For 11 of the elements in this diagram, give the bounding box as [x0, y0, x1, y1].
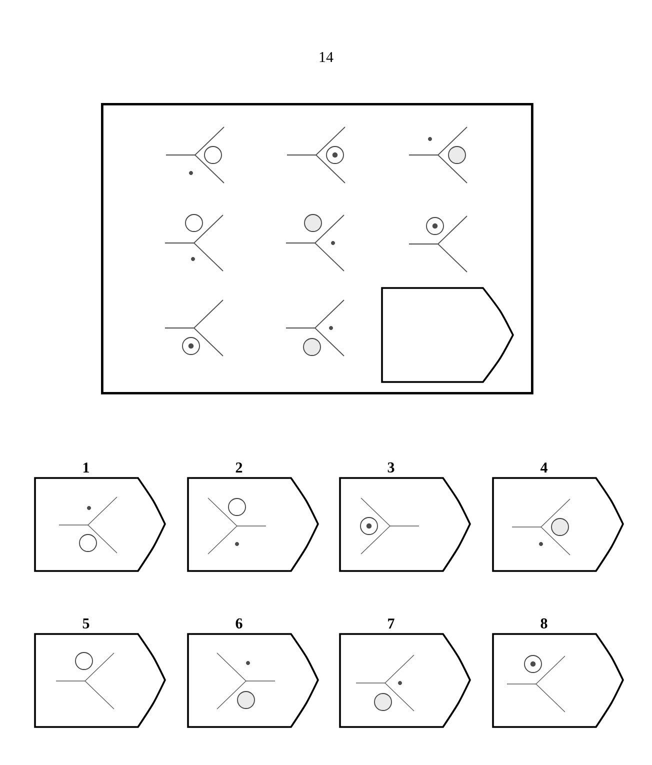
- option-number: 6: [236, 618, 242, 628]
- option-number: 2: [236, 462, 242, 472]
- option-number: 3: [388, 462, 394, 472]
- page-number: 14: [320, 52, 334, 62]
- puzzle-frame: [101, 103, 534, 394]
- option-number: 1: [83, 462, 89, 472]
- option-number: 8: [540, 618, 548, 628]
- option-number: 4: [540, 462, 548, 472]
- option-number: 5: [82, 618, 90, 628]
- option-number: 7: [388, 618, 394, 628]
- empty-answer-slot: [381, 287, 514, 383]
